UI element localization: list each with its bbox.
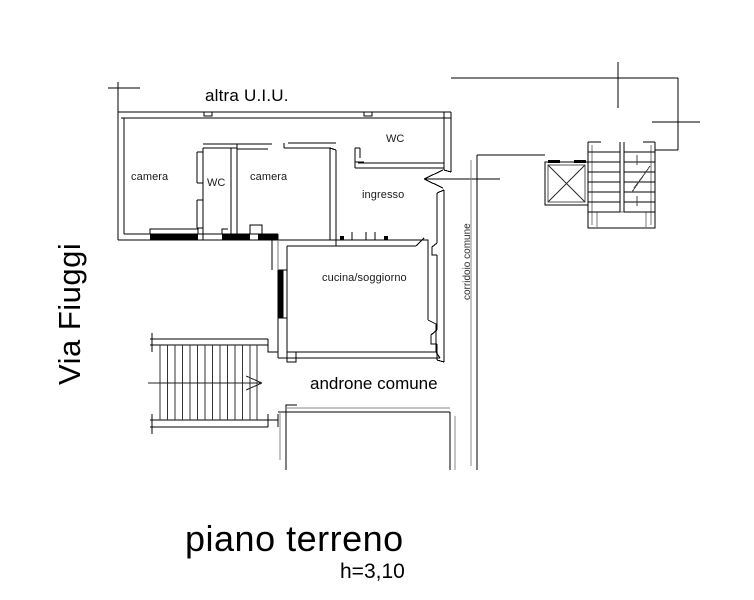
label-ingresso: ingresso [362, 189, 405, 201]
window-sill-outline [149, 224, 263, 234]
room-wc-inner-walls [203, 143, 272, 240]
interior-passage-walls [271, 232, 382, 270]
corridor-door-marks [340, 236, 388, 240]
room-camera-right-walls [283, 142, 337, 240]
elevator-door-marks [548, 160, 586, 163]
entrance-direction-arrow [423, 169, 500, 189]
label-wc-upper: WC [386, 133, 405, 145]
androne-comune-walls [262, 339, 456, 470]
label-cucina-soggiorno: cucina/soggiorno [322, 272, 407, 284]
stair-run-androne [148, 333, 268, 434]
apartment-outer-walls [117, 111, 451, 241]
label-androne-comune: androne comune [310, 374, 438, 393]
room-camera-left-walls [196, 147, 210, 240]
label-camera-right: camera [250, 171, 288, 183]
kitchen-window-jambs [278, 269, 287, 319]
page-subtitle-height: h=3,10 [340, 560, 405, 583]
page-title: piano terreno [185, 518, 404, 559]
room-cucina-soggiorno-walls [277, 234, 441, 363]
elevator-shaft [544, 161, 589, 206]
kitchen-window [277, 270, 284, 318]
label-camera-left: camera [131, 171, 169, 183]
window-sills-south [150, 234, 278, 240]
apartment-east-wall [430, 112, 452, 363]
label-corridoio-comune: corridoio comune [462, 223, 473, 300]
corridoio-comune-walls [470, 154, 545, 470]
stair-run-common [587, 141, 656, 229]
drawing-layer [108, 62, 700, 470]
label-wc-inner: WC [207, 177, 226, 189]
label-altra-uiu: altra U.I.U. [205, 86, 289, 105]
building-envelope-top-right [451, 62, 700, 155]
label-via-fiuggi: Via Fiuggi [52, 242, 87, 385]
room-wc-upper-walls [354, 147, 444, 169]
